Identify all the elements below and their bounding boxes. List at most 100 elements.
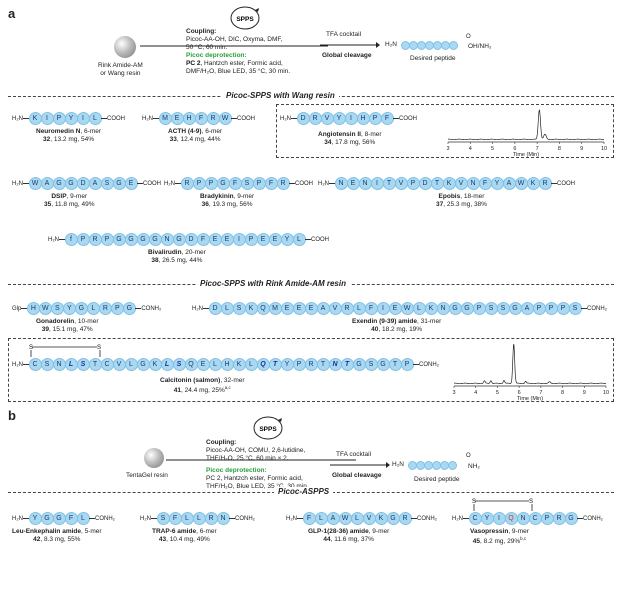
residue-bead: S (568, 302, 582, 315)
residue-bead: E (256, 233, 270, 246)
bond (137, 183, 143, 184)
peptide-yield: , 10.4 mg, 49% (166, 536, 210, 544)
c-terminus: CONH₂ (417, 515, 437, 522)
residue-bead: R (180, 177, 194, 190)
residue-bead: R (88, 233, 102, 246)
residue-bead: E (268, 233, 282, 246)
bond (581, 308, 587, 309)
residue-bead: V (454, 177, 468, 190)
residue-bead: E (220, 233, 234, 246)
residue-bead: K (232, 358, 246, 371)
x-tick-label: 7 (536, 146, 539, 152)
residue-bead: P (204, 177, 218, 190)
peptide-yield: , 8.3 mg, 55% (40, 536, 81, 544)
residue-bead: T (340, 358, 354, 371)
residue-bead: D (296, 112, 310, 125)
product-label-b: Desired peptide (414, 476, 460, 483)
peptide-yield: , 18.2 mg, 19% (378, 326, 423, 334)
residue-bead: L (352, 302, 366, 315)
residue-bead: N (160, 233, 174, 246)
residue-bead: V (320, 112, 334, 125)
peptide-length: , 18-mer (460, 193, 485, 200)
residue-bead: H (182, 112, 196, 125)
n-terminus: H₂N (192, 305, 203, 312)
residue-bead: P (192, 177, 206, 190)
residue-bead: I (370, 177, 384, 190)
cleavage-label-a: Global cleavage (322, 52, 372, 59)
residue-bead: F (264, 177, 278, 190)
footnote-marker: a,c (224, 385, 231, 391)
panel-label-b: b (8, 408, 16, 423)
spps-cycle-icon: SPPS (230, 6, 260, 30)
residue-bead: G (148, 233, 162, 246)
residue-bead: T (88, 358, 102, 371)
residue-bead: L (412, 302, 426, 315)
bond (23, 118, 29, 119)
svg-text:S: S (29, 345, 33, 351)
compound-number: 32 (43, 136, 51, 144)
footnote-marker: b,c (520, 536, 527, 542)
cleavage-label-b: Global cleavage (332, 472, 382, 479)
residue-bead: G (448, 302, 462, 315)
c-terminus: COOH (143, 180, 161, 187)
residue-bead: P (292, 358, 306, 371)
residue-bead: C (28, 358, 42, 371)
residue-bead: C (468, 512, 482, 525)
bond (135, 308, 142, 309)
residue-bead: T (382, 177, 396, 190)
residue-bead: A (520, 302, 534, 315)
residue-bead: P (100, 233, 114, 246)
residue-bead: R (204, 512, 218, 525)
residue-bead: I (376, 302, 390, 315)
bond (151, 518, 157, 519)
residue-bead: L (192, 512, 206, 525)
peptide-yield: , 26.5 mg, 44% (158, 257, 203, 265)
compound-number: 38 (151, 257, 159, 265)
disulfide-bridge-calcitonin: S S (29, 345, 101, 357)
residue-bead: E (304, 302, 318, 315)
residue-bead: S (172, 358, 186, 371)
cleavage-arrow-a (320, 42, 380, 48)
residue-bead: G (112, 233, 126, 246)
residue-bead: F (168, 512, 182, 525)
residue-bead: R (398, 512, 412, 525)
bond (329, 183, 335, 184)
peptide-name: Angiotensin II (318, 131, 361, 138)
peptide-length: , 31-mer (417, 318, 442, 325)
compound-number: 44 (323, 536, 331, 544)
residue-bead: S (50, 302, 64, 315)
residue-bead: R (340, 302, 354, 315)
residue-bead: L (88, 112, 102, 125)
deprotection-text-a: Picoc deprotection: PC 2 PC 2, Hantzch e… (186, 52, 247, 68)
residue-bead: Y (28, 512, 42, 525)
compound-number: 39 (41, 326, 49, 334)
residue-bead: G (112, 177, 126, 190)
residue-bead: R (276, 177, 290, 190)
residue-bead: Q (504, 512, 518, 525)
c-terminus: COOH (295, 180, 313, 187)
residue-bead: N (334, 177, 348, 190)
residue-bead: C (528, 512, 542, 525)
residue-bead: F (478, 177, 492, 190)
residue-bead: G (136, 233, 150, 246)
peptide-yield: , 19.3 mg, 56% (208, 201, 253, 209)
residue-bead: Y (490, 177, 504, 190)
residue-bead: I (76, 112, 90, 125)
x-tick-label: 6 (513, 146, 516, 152)
residue-bead: G (64, 177, 78, 190)
calcitonin-box (8, 338, 614, 402)
x-axis-label: Time (Min) (517, 396, 543, 402)
residue-bead: P (472, 302, 486, 315)
compound-number: 37 (436, 201, 444, 209)
residue-bead: f (64, 233, 78, 246)
residue-bead: S (364, 358, 378, 371)
peptide-length: , 8-mer (360, 131, 382, 138)
